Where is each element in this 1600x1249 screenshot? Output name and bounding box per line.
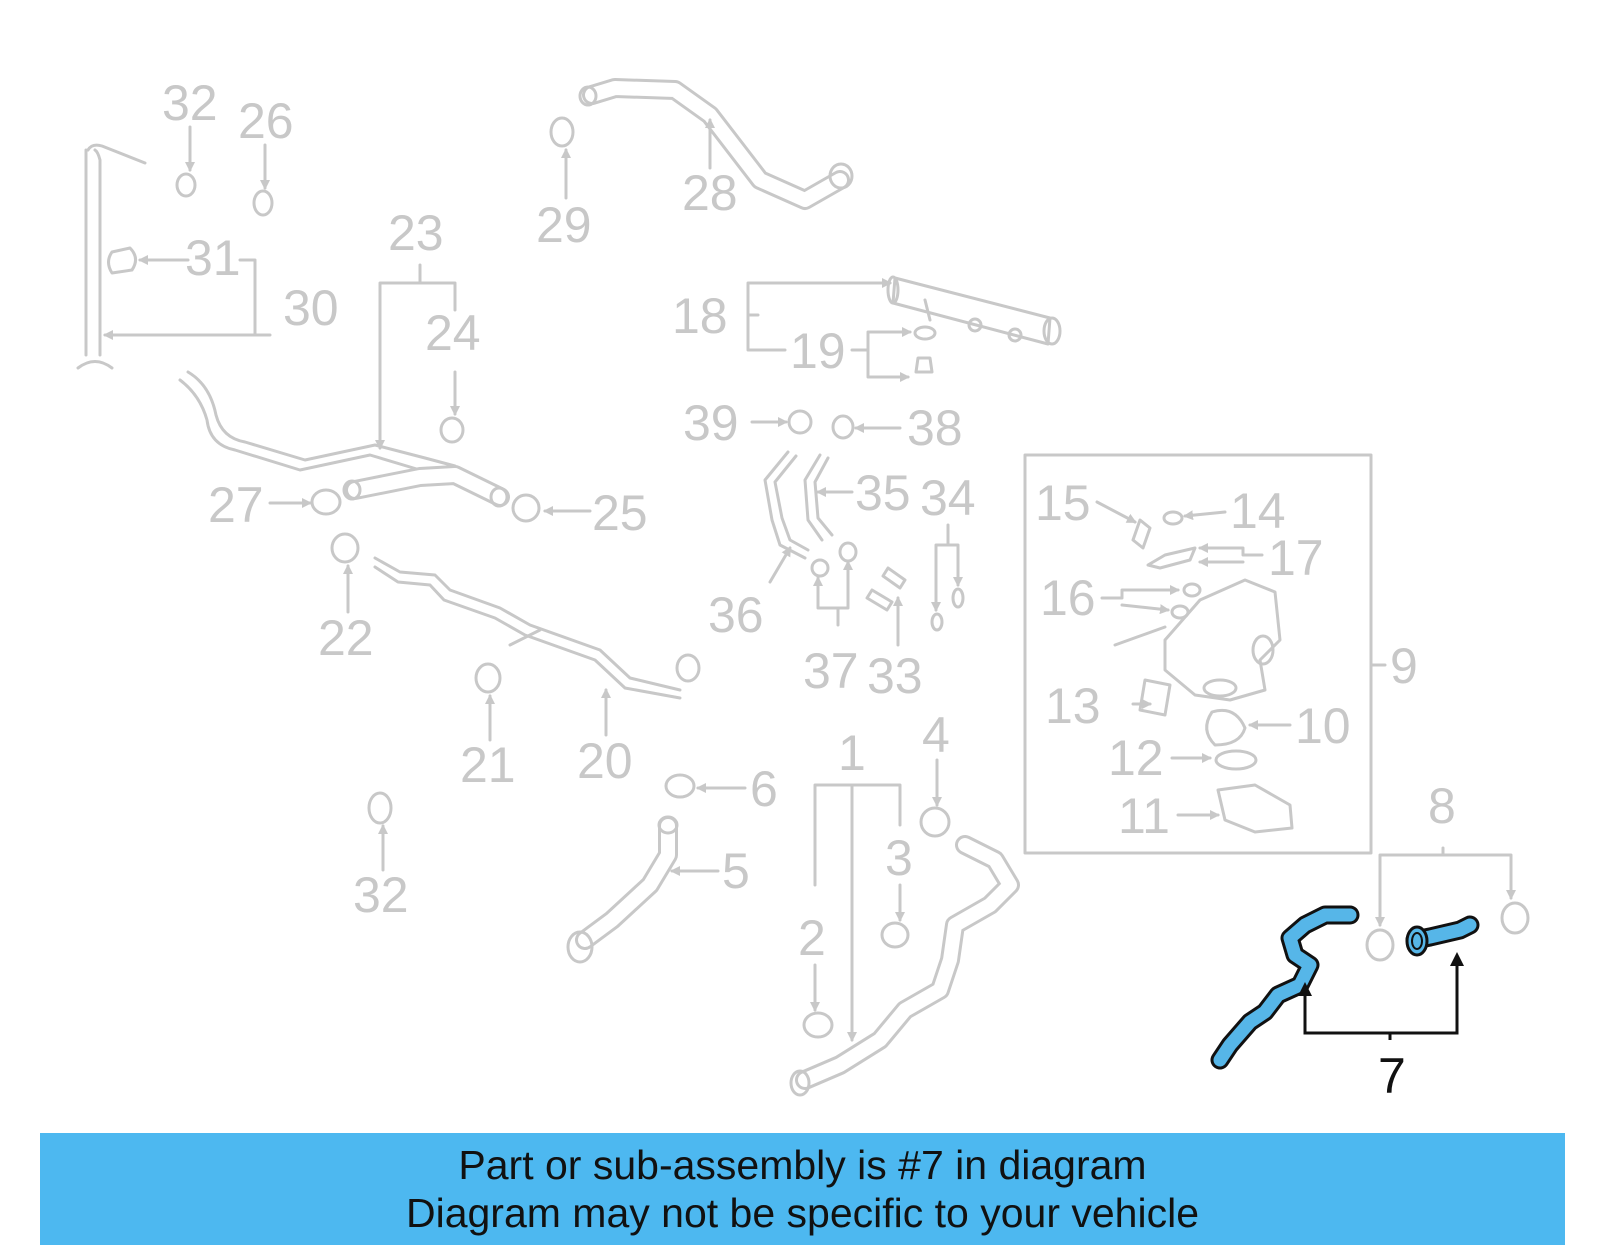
clip-3 bbox=[880, 921, 910, 949]
clip-6 bbox=[664, 773, 696, 799]
cover-11 bbox=[1216, 783, 1294, 834]
callout-35: 35 bbox=[855, 465, 911, 521]
clip-8-b bbox=[1500, 901, 1530, 935]
callout-4: 4 bbox=[922, 707, 950, 763]
info-banner: Part or sub-assembly is #7 in diagram Di… bbox=[40, 1133, 1565, 1245]
clip-31 bbox=[107, 246, 137, 275]
callout-1: 1 bbox=[838, 725, 866, 781]
callout-18: 18 bbox=[672, 288, 728, 344]
callout-3: 3 bbox=[885, 830, 913, 886]
callout-20: 20 bbox=[577, 733, 633, 789]
callout-11: 11 bbox=[1118, 788, 1170, 844]
clip-21 bbox=[474, 662, 502, 694]
sensor-15 bbox=[1131, 518, 1152, 550]
callout-33: 33 bbox=[867, 648, 923, 704]
callout-16: 16 bbox=[1040, 570, 1096, 626]
assembly-box-9 bbox=[1023, 453, 1373, 855]
clip-26 bbox=[252, 189, 274, 217]
callout-labels: 32 26 29 28 31 30 23 24 27 25 22 21 20 3… bbox=[162, 75, 1456, 1104]
washer-14 bbox=[1162, 510, 1184, 526]
callout-34: 34 bbox=[920, 470, 976, 526]
pipe-23 bbox=[178, 370, 457, 480]
callout-14: 14 bbox=[1230, 483, 1286, 539]
hose-28 bbox=[578, 78, 854, 210]
callout-28: 28 bbox=[682, 165, 738, 221]
hose-36 bbox=[763, 450, 810, 560]
hose-23 bbox=[342, 465, 510, 508]
banner-line-1: Part or sub-assembly is #7 in diagram bbox=[458, 1142, 1147, 1188]
callout-31: 31 bbox=[185, 230, 241, 286]
callout-23: 23 bbox=[388, 205, 444, 261]
callout-29: 29 bbox=[536, 197, 592, 253]
callout-25: 25 bbox=[592, 485, 648, 541]
pipe-20 bbox=[373, 556, 701, 700]
callout-9: 9 bbox=[1390, 638, 1418, 694]
hose-7-highlighted bbox=[1210, 905, 1480, 1070]
clip-22 bbox=[330, 532, 360, 564]
washer-19 bbox=[913, 325, 937, 341]
callout-6: 6 bbox=[750, 761, 778, 817]
callout-8: 8 bbox=[1428, 778, 1456, 834]
callout-32-top: 32 bbox=[162, 75, 218, 131]
pipe-30 bbox=[76, 143, 147, 370]
callout-15: 15 bbox=[1035, 475, 1091, 531]
callout-21: 21 bbox=[460, 737, 516, 793]
leader-lines bbox=[103, 118, 1516, 1042]
fitting-33-a bbox=[881, 566, 907, 590]
callout-2: 2 bbox=[798, 910, 826, 966]
oring-16-a bbox=[1182, 582, 1202, 598]
clip-32-bottom bbox=[367, 791, 393, 825]
oring-16-b bbox=[1170, 604, 1190, 620]
clip-39 bbox=[787, 409, 813, 435]
clip-32-top bbox=[175, 172, 197, 198]
clip-4 bbox=[919, 806, 951, 838]
callout-22: 22 bbox=[318, 610, 374, 666]
clip-25 bbox=[511, 493, 541, 523]
callout-38: 38 bbox=[907, 400, 963, 456]
clip-24 bbox=[439, 416, 465, 444]
bolt-16 bbox=[1113, 625, 1167, 647]
oring-34-b bbox=[930, 612, 944, 632]
hose-1 bbox=[789, 835, 1020, 1097]
callout-27: 27 bbox=[208, 477, 264, 533]
clip-8-a bbox=[1365, 928, 1395, 962]
thermostat-housing bbox=[1163, 578, 1282, 702]
callout-17: 17 bbox=[1268, 530, 1324, 586]
clip-37-b bbox=[838, 541, 858, 563]
clip-27 bbox=[310, 488, 342, 516]
callout-37: 37 bbox=[803, 643, 859, 699]
thermostat-10 bbox=[1205, 708, 1247, 747]
hose-5 bbox=[566, 815, 679, 964]
clip-29 bbox=[549, 116, 575, 148]
callout-7-highlighted: 7 bbox=[1378, 1048, 1406, 1104]
part-17 bbox=[1146, 546, 1197, 570]
callout-10: 10 bbox=[1295, 698, 1351, 754]
gasket-12 bbox=[1214, 749, 1258, 771]
callout-24: 24 bbox=[425, 305, 481, 361]
callout-19: 19 bbox=[790, 323, 846, 379]
gasket-13 bbox=[1138, 678, 1172, 717]
callout-5: 5 bbox=[722, 843, 750, 899]
callout-12: 12 bbox=[1108, 730, 1164, 786]
oring-34-a bbox=[951, 587, 965, 609]
banner-line-2: Diagram may not be specific to your vehi… bbox=[405, 1190, 1199, 1236]
rail-18 bbox=[886, 275, 1062, 346]
callout-39: 39 bbox=[683, 395, 739, 451]
clip-38 bbox=[831, 414, 855, 440]
callout-13: 13 bbox=[1045, 678, 1101, 734]
clip-2 bbox=[802, 1011, 834, 1039]
valve-19 bbox=[914, 356, 934, 374]
callout-26: 26 bbox=[238, 93, 294, 149]
clip-37-a bbox=[810, 558, 830, 578]
fitting-33-b bbox=[865, 588, 894, 612]
callout-30: 30 bbox=[283, 280, 339, 336]
hose-35 bbox=[803, 453, 834, 542]
callout-36: 36 bbox=[708, 587, 764, 643]
callout-32-bottom: 32 bbox=[353, 867, 409, 923]
